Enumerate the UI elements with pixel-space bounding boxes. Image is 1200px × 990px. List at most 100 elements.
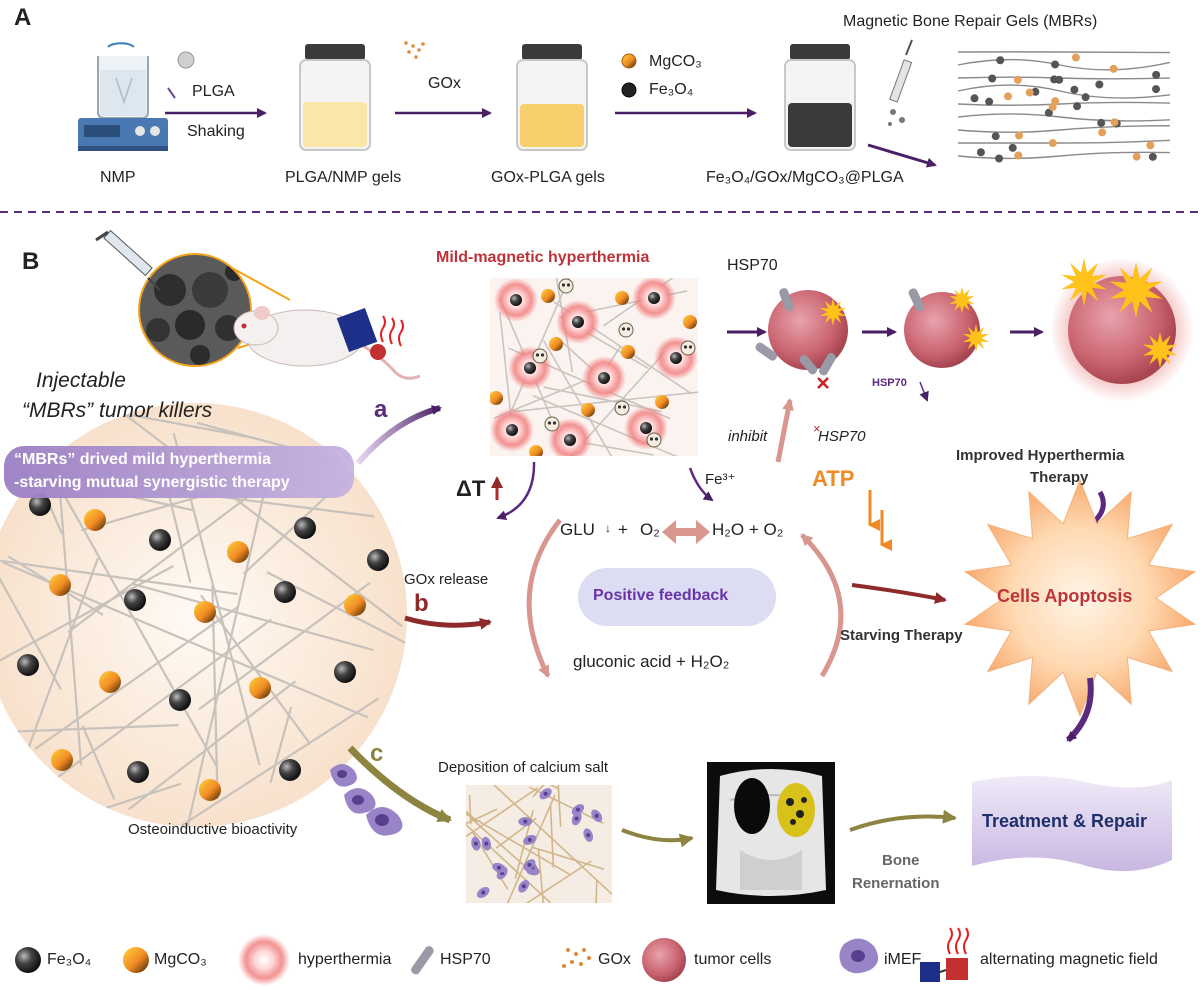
tumor-cell-3 — [1068, 276, 1176, 384]
mouse-injection-illustration — [95, 229, 421, 380]
step-final-label: Fe₃O₄/GOx/MgCO₃@PLGA — [706, 169, 904, 186]
treatment-banner — [972, 776, 1172, 872]
legend-gox-label: GOx — [598, 951, 631, 968]
route-c-label: c — [370, 740, 384, 767]
legend-mgco3-icon — [123, 947, 149, 973]
gox-release-label: GOx release — [404, 571, 489, 588]
mgco3-powder-icon — [621, 53, 637, 69]
banner-line2: -starving mutual synergistic therapy — [14, 474, 290, 491]
route-c-arrow — [347, 745, 452, 824]
loop-left-arrow — [526, 518, 562, 678]
cells-apoptosis-label: Cells Apoptosis — [997, 586, 1133, 606]
legend-icons — [15, 927, 969, 986]
inhibit-label: inhibit — [728, 428, 768, 445]
jar-mbrs-icon — [784, 44, 856, 151]
osteoinductive-label: Osteoinductive bioactivity — [128, 821, 298, 838]
treatment-repair-label: Treatment & Repair — [982, 811, 1148, 831]
magnetic-stirrer-icon — [78, 42, 168, 151]
legend-magnetic-field-icon — [920, 927, 969, 982]
imef-cells-cluster — [330, 764, 403, 836]
route-b-arrow — [404, 615, 492, 630]
o2-left-label: O₂ — [640, 520, 660, 539]
tumor-cell-2 — [904, 292, 980, 368]
legend-tumor-cells-label: tumor cells — [694, 951, 772, 968]
arrow-injection — [867, 143, 937, 168]
tumor-progression — [727, 258, 1194, 402]
fe3-arrow — [688, 467, 714, 502]
plga-powder-icon — [177, 51, 195, 69]
gox-label: GOx — [428, 75, 461, 92]
legend-fe3o4-label: Fe₃O₄ — [47, 951, 92, 968]
improved-line1: Improved Hyperthermia — [956, 447, 1125, 464]
mbrs-title: Magnetic Bone Repair Gels (MBRs) — [843, 13, 1098, 30]
delta-t-label: ΔT — [456, 476, 486, 501]
legend-fe3o4-icon — [15, 947, 41, 973]
loop-right-arrow — [800, 533, 844, 678]
legend-hyperthermia-icon — [238, 934, 290, 986]
improved-line2: Therapy — [1030, 469, 1089, 486]
legend-hsp70-label: HSP70 — [440, 951, 491, 968]
bone-line2: Renernation — [852, 875, 940, 892]
hsp70-inhibit-label: HSP70 — [818, 428, 866, 445]
shaking-label: Shaking — [187, 123, 245, 140]
positive-feedback-pill — [578, 568, 776, 626]
bone-ct-scan — [707, 762, 835, 904]
delta-t-arrow — [496, 461, 536, 521]
cells-apoptosis-burst — [963, 478, 1197, 718]
coil-icon — [370, 344, 386, 360]
plga-label: PLGA — [192, 83, 235, 100]
panel-a-artwork — [78, 39, 1171, 168]
injection-syringe-icon — [95, 229, 161, 291]
inhibit-x-mark — [817, 377, 829, 389]
jar-gox-plga-icon — [516, 44, 588, 151]
legend-mgco3-label: MgCO₃ — [154, 951, 207, 968]
h2o-o2-label: H₂O + O₂ — [712, 520, 784, 539]
glu-label: GLU — [560, 520, 595, 539]
injectable-line1: Injectable — [36, 369, 126, 392]
gox-dots-icon — [404, 41, 425, 59]
mild-hyperthermia-scene — [490, 278, 698, 456]
ct-to-treatment-arrow — [849, 809, 957, 832]
positive-feedback-label: Positive feedback — [593, 587, 729, 604]
mgco3-label: MgCO₃ — [649, 53, 702, 70]
starving-therapy-label: Starving Therapy — [840, 627, 963, 644]
step-plga-nmp-label: PLGA/NMP gels — [285, 169, 402, 186]
glu-down-mark: ↓ — [605, 521, 611, 535]
fe3o4-powder-icon — [621, 82, 637, 98]
panel-a-letter: A — [14, 4, 32, 31]
banner-line1: “MBRs” drived mild hyperthermia — [14, 451, 271, 468]
magnet-block-icon — [336, 307, 378, 353]
starving-arrow — [851, 583, 947, 604]
therapy-banner — [4, 446, 354, 498]
step-nmp-label: NMP — [100, 169, 136, 186]
panel-b-letter: B — [22, 248, 40, 275]
route-a-label: a — [374, 396, 388, 423]
syringe-icon — [888, 39, 913, 126]
calcium-deposition-scene — [466, 785, 612, 903]
bone-line1: Bone — [882, 852, 920, 869]
plus-sign: + — [618, 520, 628, 539]
jar-plga-nmp-icon — [299, 44, 371, 151]
gluconic-acid-label: gluconic acid + H₂O₂ — [573, 652, 730, 671]
step-gox-plga-label: GOx-PLGA gels — [491, 169, 605, 186]
legend-hsp70-icon — [411, 946, 434, 975]
hsp70-down-label: HSP70 — [872, 377, 907, 389]
legend-magnetic-field-label: alternating magnetic field — [980, 951, 1158, 968]
fe3-label: Fe³⁺ — [705, 471, 736, 488]
hsp70-top-label: HSP70 — [727, 257, 778, 274]
deposition-label: Deposition of calcium salt — [438, 759, 609, 776]
mild-hyperthermia-title: Mild-magnetic hyperthermia — [436, 249, 650, 266]
fe3o4-label: Fe₃O₄ — [649, 81, 694, 98]
legend-gox-icon — [562, 948, 591, 968]
apoptosis-to-treatment-arrow — [1065, 677, 1094, 743]
deposition-to-ct-arrow — [621, 828, 694, 848]
legend-hyperthermia-label: hyperthermia — [298, 951, 392, 968]
inhibit-arrow — [775, 398, 794, 463]
inhibit-x-small: × — [813, 421, 821, 436]
mbr-network-icon — [957, 51, 1171, 163]
route-a-arrow — [355, 405, 442, 465]
atp-label: ATP — [812, 466, 855, 491]
legend-tumor-cell-icon — [642, 938, 686, 982]
